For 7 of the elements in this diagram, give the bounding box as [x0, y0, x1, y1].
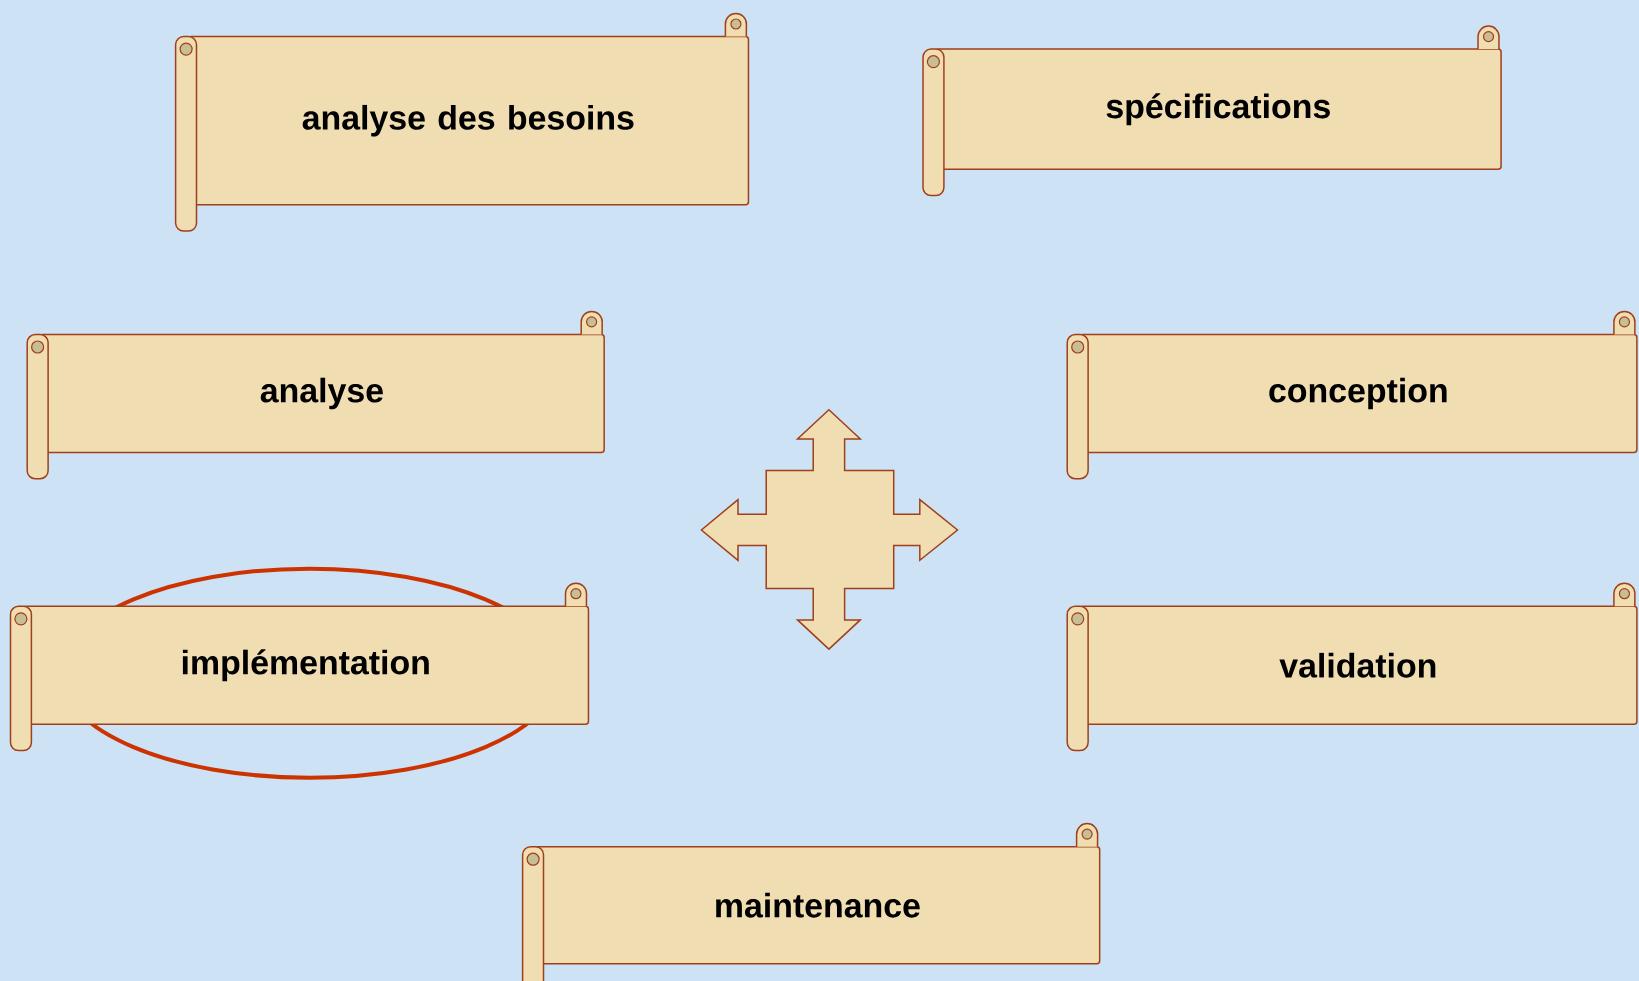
scroll-banner: analyse des besoins: [174, 12, 750, 232]
scroll-banner: maintenance: [521, 822, 1101, 981]
scroll-banner: implémentation: [9, 582, 590, 752]
scroll-banner: validation: [1066, 582, 1638, 752]
scroll-banner: spécifications: [922, 25, 1502, 197]
scroll-banner: conception: [1066, 310, 1638, 480]
scroll-banner: analyse: [26, 310, 605, 480]
